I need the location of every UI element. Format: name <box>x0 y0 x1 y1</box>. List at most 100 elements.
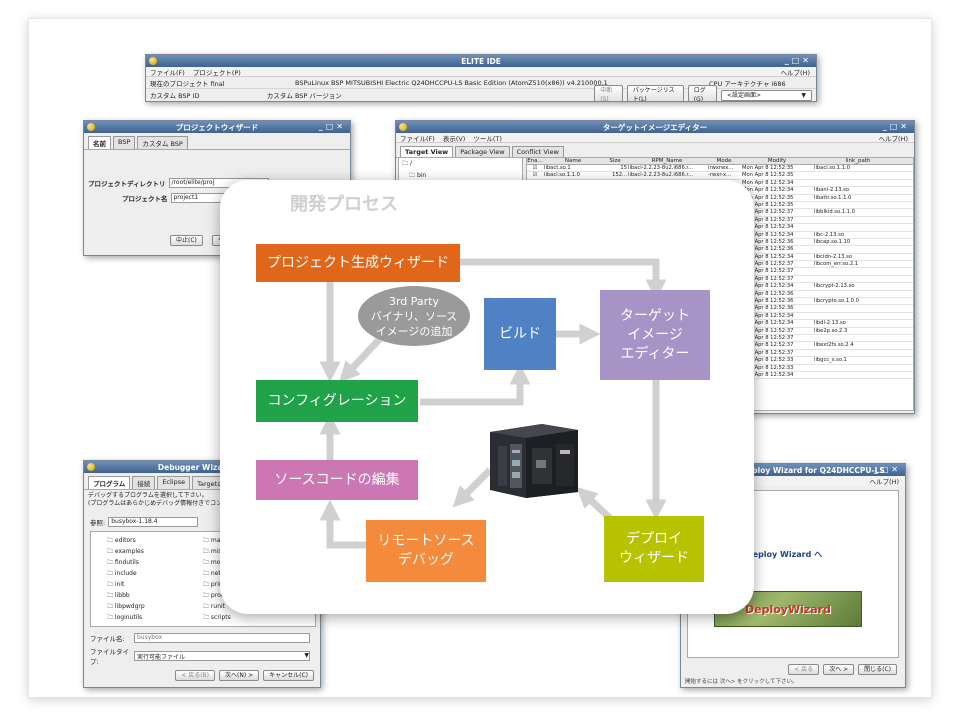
table-cell: Mon Apr 8 12:52:37 <box>742 327 794 334</box>
stop-button[interactable]: 中断(S) <box>594 85 623 101</box>
tree-item-root[interactable]: 🗀 / <box>402 160 412 167</box>
enable-checkbox-icon[interactable]: ☑ <box>532 165 538 171</box>
folder-icon: 🗀 <box>402 160 409 167</box>
table-cell: libblkid.so.1.1.0 <box>814 209 855 216</box>
table-cell: libacl-2.2.23-8u2.i686.r... <box>628 172 694 179</box>
table-cell: Mon Apr 8 12:52:37 <box>742 216 794 223</box>
window-controls-icon[interactable]: _□✕ <box>784 56 812 65</box>
window-controls-icon[interactable]: _□✕ <box>318 122 346 131</box>
window-controls-icon[interactable]: _□✕ <box>882 122 910 131</box>
project-wizard-tabs: 名前 BSP カスタム BSP <box>84 133 350 150</box>
folder-item[interactable]: 🗀 loginutils <box>107 613 203 624</box>
tab-program[interactable]: プログラム <box>88 476 131 489</box>
menu-help[interactable]: ヘルプ(H) <box>878 134 908 143</box>
deploy-status: 開始するには 次へ> をクリックして下さい。 <box>685 679 798 685</box>
menu-file[interactable]: ファイル(F) <box>150 68 185 77</box>
settings-select[interactable]: <設定画面>▼ <box>721 89 812 101</box>
dbg-ref-label: 参照: <box>90 519 106 527</box>
back-button[interactable]: < 戻る(B) <box>175 670 216 681</box>
table-header-cell[interactable]: Ena... <box>527 158 543 164</box>
table-cell: libacl.so.1.1.0 <box>544 172 580 179</box>
folder-item[interactable]: 🗀 init <box>107 580 203 591</box>
table-cell: libcrypto.so.1.0.0 <box>814 298 859 305</box>
table-header-cell[interactable]: Size <box>609 158 621 164</box>
custom-bsp-row: カスタム BSP ID カスタム BSP バージョン 中断(S) パッケージリス… <box>146 85 816 101</box>
folder-item[interactable]: 🗀 include <box>107 569 203 580</box>
tie-titlebar[interactable]: ターゲットイメージエディター _□✕ <box>396 121 914 133</box>
menu-view[interactable]: 表示(V) <box>442 134 466 143</box>
table-header-cell[interactable]: Mode <box>716 158 732 164</box>
menu-help[interactable]: ヘルプ(H) <box>869 478 899 486</box>
folder-item[interactable]: 🗀 libpwdgrp <box>107 602 203 613</box>
next-button[interactable]: 次へ(N) > <box>219 670 260 681</box>
dbg-file-label: ファイル名: <box>90 635 125 643</box>
folder-item[interactable]: 🗀 findutils <box>107 558 203 569</box>
tie-tabs: Target View Package View Conflict View <box>396 143 914 158</box>
table-cell: Mon Apr 8 12:52:37 <box>742 268 794 275</box>
tab-custom-bsp[interactable]: カスタム BSP <box>137 136 188 149</box>
table-cell: Mon Apr 8 12:52:34 <box>742 187 794 194</box>
dbg-type-select[interactable]: 実行可能ファイル▼ <box>134 651 310 661</box>
table-cell: Mon Apr 8 12:52:37 <box>742 209 794 216</box>
tree-item-bin[interactable]: 🗀 bin <box>409 172 427 179</box>
folder-item[interactable]: 🗀 scripts <box>203 613 299 624</box>
table-cell: Mon Apr 8 12:52:36 <box>742 238 794 245</box>
arrow-deploy-to-plc <box>576 486 615 523</box>
table-header-cell[interactable]: RPM_Name <box>651 158 683 164</box>
log-button[interactable]: ログ(G) <box>687 85 717 101</box>
dbg-file-field: ファイル名: busybox <box>90 633 310 643</box>
table-cell <box>813 350 903 356</box>
table-header-cell[interactable]: link_path <box>845 158 871 164</box>
cancel-button[interactable]: 中止(C) <box>170 235 203 246</box>
menu-project[interactable]: プロジェクト(P) <box>192 68 241 77</box>
table-cell: Mon Apr 8 12:52:36 <box>742 305 794 312</box>
table-cell: Mon Apr 8 12:52:35 <box>742 172 794 179</box>
menu-tools[interactable]: ツール(T) <box>473 134 502 143</box>
tab-target-view[interactable]: Target View <box>400 146 454 157</box>
package-list-button[interactable]: パッケージリスト(L) <box>626 85 684 101</box>
cancel-button[interactable]: キャンセル(C) <box>263 670 314 681</box>
folder-icon: 🗀 <box>107 570 115 577</box>
folder-item[interactable]: 🗀 examples <box>107 547 203 558</box>
dbg-ref-select[interactable]: busybox-1.18.4 <box>108 517 199 527</box>
close-button[interactable]: 閉じる(C) <box>858 664 897 675</box>
menu-file[interactable]: ファイル(F) <box>400 134 435 143</box>
elite-ide-titlebar[interactable]: ELITE IDE _□✕ <box>146 55 816 67</box>
table-cell <box>813 372 903 378</box>
tab-connect[interactable]: 接続 <box>132 476 156 489</box>
tab-conflict-view[interactable]: Conflict View <box>511 146 564 157</box>
folder-item[interactable]: 🗀 libbb <box>107 591 203 602</box>
next-button[interactable]: 次へ > <box>823 664 855 675</box>
table-cell: libdl-2.13.so <box>814 320 846 327</box>
table-cell <box>813 276 903 282</box>
node-source-edit: ソースコードの編集 <box>256 460 418 500</box>
folder-name: editors <box>114 537 136 544</box>
dbg-type-label: ファイルタイプ: <box>90 648 129 666</box>
menu-help[interactable]: ヘルプ(H) <box>780 68 810 77</box>
folder-item[interactable]: 🗀 runit <box>203 602 299 613</box>
dbg-desc-line2: (プログラムはあらかじめデバッグ情報付きでコンパイ <box>88 500 235 507</box>
dbg-file-input[interactable]: busybox <box>134 633 310 643</box>
window-controls-icon[interactable]: _□✕ <box>873 465 901 474</box>
back-button[interactable]: < 戻る <box>788 664 820 675</box>
folder-icon: 🗀 <box>203 603 211 610</box>
enable-checkbox-icon[interactable]: ☑ <box>532 172 538 179</box>
chevron-down-icon: ▼ <box>304 652 309 659</box>
custom-bsp-version-label: カスタム BSP バージョン <box>266 92 342 100</box>
tab-bsp[interactable]: BSP <box>113 136 136 149</box>
dbg-title: Debugger Wizard for <box>157 462 247 472</box>
tab-eclipse[interactable]: Eclipse <box>157 476 191 489</box>
tab-package-view[interactable]: Package View <box>455 146 510 157</box>
table-cell: Mon Apr 8 12:52:37 <box>742 334 794 341</box>
tab-name[interactable]: 名前 <box>88 136 111 149</box>
table-header-cell[interactable]: Modify <box>767 158 787 164</box>
table-cell <box>813 291 903 297</box>
table-header-cell[interactable]: Name <box>564 158 582 164</box>
folder-item[interactable]: 🗀 editors <box>107 536 203 547</box>
project-wizard-titlebar[interactable]: プロジェクトウィザード _□✕ <box>84 121 350 133</box>
table-cell: libact.so.1 <box>544 165 571 171</box>
table-cell: libacl.so.1.1.0 <box>814 165 850 171</box>
dbg-desc-line1: デバッグするプログラムを選択して下さい。 <box>88 492 208 499</box>
